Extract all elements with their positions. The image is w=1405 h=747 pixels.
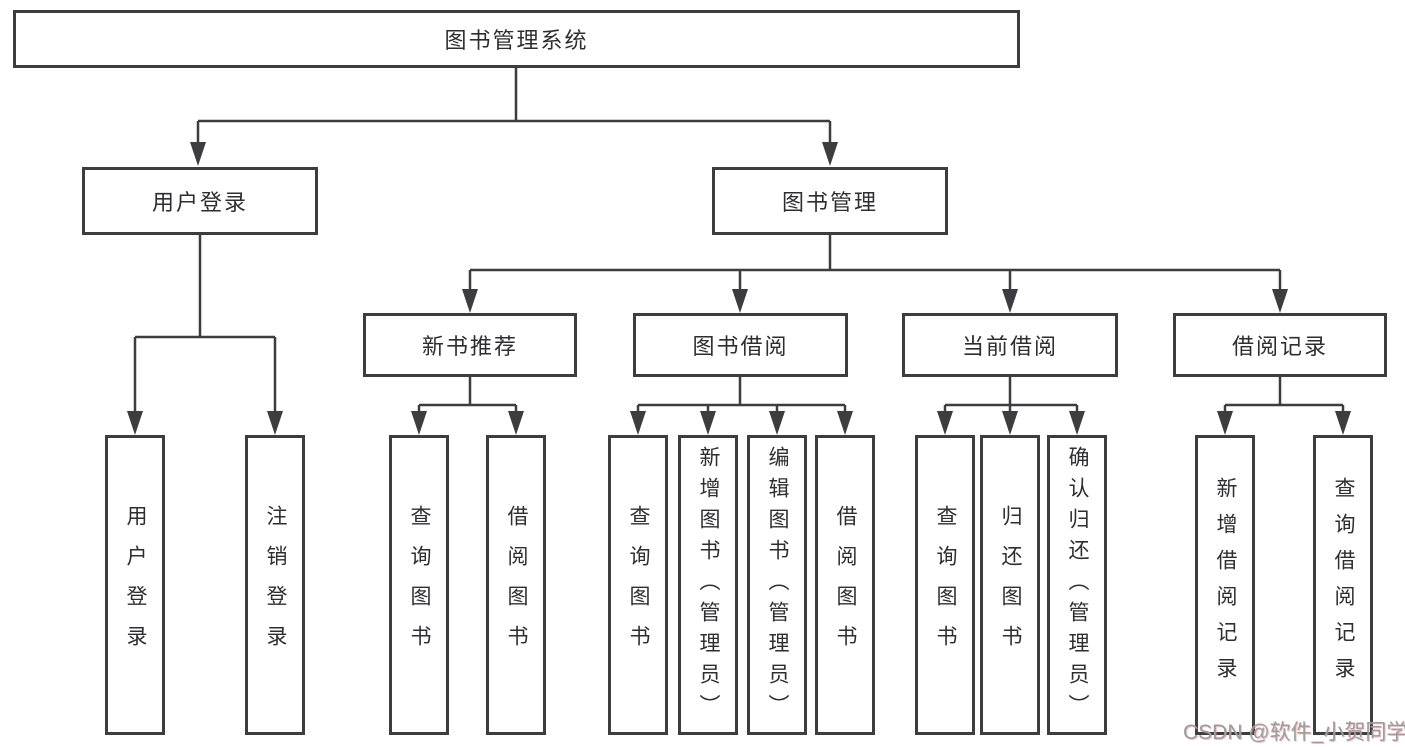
node-new-book-recommend: 新书推荐 [363,313,577,377]
arrow-down-icon [1217,411,1233,435]
arrow-down-icon [822,142,838,166]
connector [468,235,1282,291]
node-current-borrow: 当前借阅 [902,313,1118,377]
arrow-down-icon [732,289,748,313]
arrow-down-icon [630,411,646,435]
csdn-watermark: CSDN @软件_小贺同学 [1183,721,1405,744]
leaf-return-books: 归还图书 [980,435,1040,735]
node-user-login: 用户登录 [82,167,318,235]
leaf-label: 查询图书 [627,505,650,665]
arrow-down-icon [1002,411,1018,435]
leaf-borrow-books-recommend: 借阅图书 [486,435,546,735]
arrow-down-icon [837,411,853,435]
leaf-label: 编辑图书（管理员） [766,445,789,725]
node-book-borrow: 图书借阅 [633,313,848,377]
leaf-query-borrow-record: 查询借阅记录 [1313,435,1373,735]
leaf-label: 查询图书 [408,505,431,665]
arrow-down-icon [411,411,427,435]
leaf-user-login: 用户登录 [105,435,165,735]
arrow-down-icon [508,411,524,435]
leaf-label: 用户登录 [124,505,147,665]
leaf-add-borrow-record: 新增借阅记录 [1195,435,1255,735]
leaf-query-books-borrow: 查询图书 [608,435,668,735]
leaf-query-books-current: 查询图书 [915,435,975,735]
arrow-down-icon [1002,289,1018,313]
leaf-edit-books-admin: 编辑图书（管理员） [747,435,807,735]
leaf-label: 借阅图书 [505,505,528,665]
leaf-query-books-recommend: 查询图书 [389,435,449,735]
arrow-down-icon [769,411,785,435]
node-book-management: 图书管理 [712,167,948,235]
leaf-label: 查询图书 [934,505,957,665]
connector [133,235,277,413]
node-root: 图书管理系统 [13,10,1020,68]
arrow-down-icon [1069,411,1085,435]
leaf-add-books-admin: 新增图书（管理员） [678,435,738,735]
arrow-down-icon [462,289,478,313]
arrow-down-icon [700,411,716,435]
leaf-label: 查询借阅记录 [1332,477,1355,693]
connector [417,377,518,413]
arrow-down-icon [127,411,143,435]
arrow-down-icon [267,411,283,435]
leaf-confirm-return-admin: 确认归还（管理员） [1047,435,1107,735]
arrow-down-icon [1335,411,1351,435]
leaf-label: 新增借阅记录 [1214,477,1237,693]
connector [1223,377,1345,413]
arrow-down-icon [1272,289,1288,313]
leaf-logout: 注销登录 [245,435,305,735]
leaf-label: 新增图书（管理员） [697,445,720,725]
leaf-label: 归还图书 [999,505,1022,665]
connector [943,377,1079,413]
arrow-down-icon [190,142,206,166]
node-borrow-records: 借阅记录 [1173,313,1387,377]
arrow-down-icon [937,411,953,435]
leaf-label: 借阅图书 [834,505,857,665]
leaf-borrow-books: 借阅图书 [815,435,875,735]
connector [636,377,847,413]
connector [196,68,832,144]
leaf-label: 注销登录 [264,505,287,665]
leaf-label: 确认归还（管理员） [1066,445,1089,725]
